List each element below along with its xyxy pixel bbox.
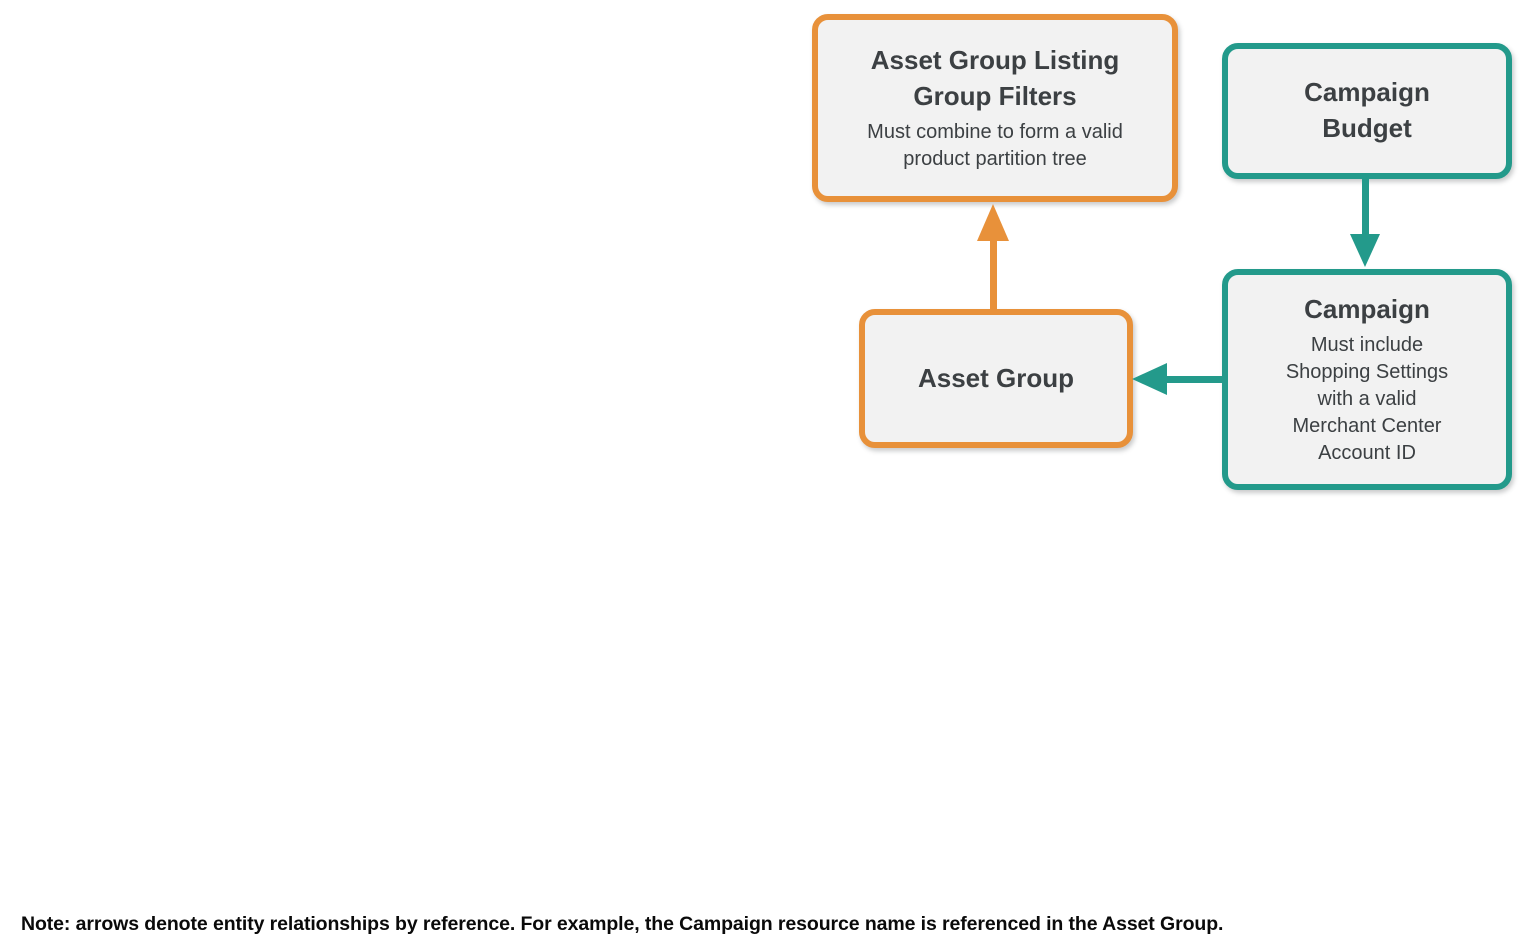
arrow-asset-group-to-listing-filters-head-icon: [977, 204, 1009, 241]
arrow-campaign-budget-to-campaign-head-icon: [1350, 234, 1380, 267]
arrow-campaign-budget-to-campaign-shaft: [1362, 179, 1369, 237]
node-title: Campaign Budget: [1304, 77, 1430, 143]
arrow-campaign-to-asset-group-shaft: [1163, 376, 1222, 383]
node-title: Asset Group Listing Group Filters: [870, 44, 1120, 111]
node-subtitle: Must combine to form a valid product par…: [867, 121, 1123, 171]
node-subtitle: Must include Shopping Settings with a va…: [1285, 334, 1449, 465]
node-title: Campaign: [1304, 293, 1430, 324]
footnote: Note: arrows denote entity relationships…: [21, 913, 1224, 935]
arrow-asset-group-to-listing-filters-shaft: [990, 238, 997, 309]
arrow-campaign-to-asset-group-head-icon: [1132, 363, 1167, 395]
node-asset-group: Asset Group: [859, 309, 1133, 448]
node-asset-group-listing-group-filters: Asset Group Listing Group Filters Must c…: [812, 14, 1178, 202]
node-title: Asset Group: [917, 362, 1075, 393]
node-campaign: Campaign Must include Shopping Settings …: [1222, 269, 1512, 490]
node-campaign-budget: Campaign Budget: [1222, 43, 1512, 179]
